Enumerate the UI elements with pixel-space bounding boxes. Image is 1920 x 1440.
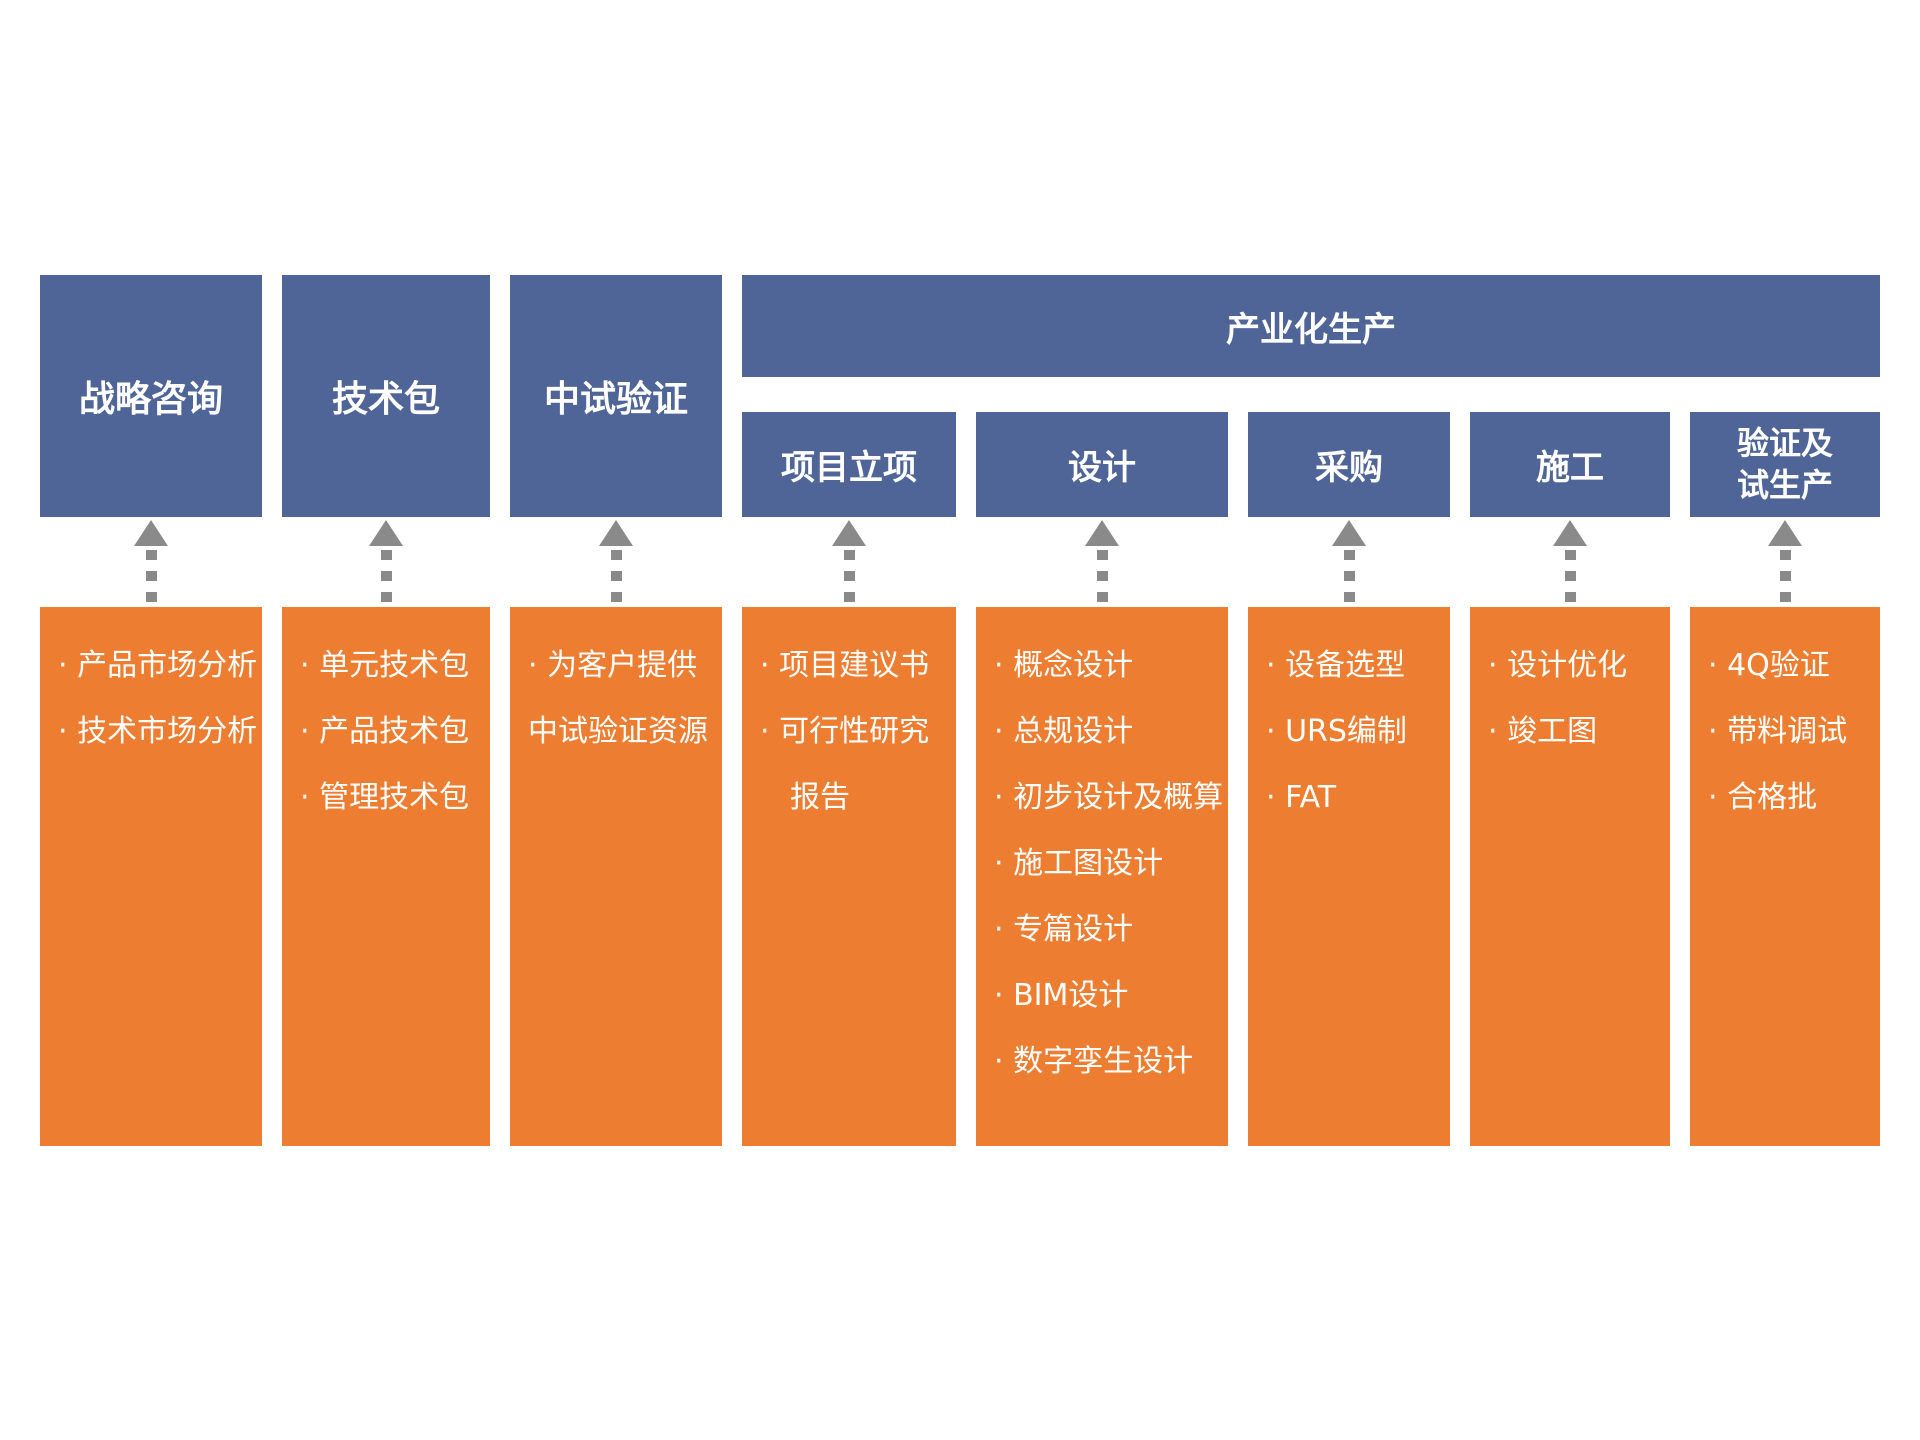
up-arrow-icon	[742, 517, 956, 607]
subheader-design: 设计	[976, 412, 1228, 517]
arrowhead-icon	[369, 520, 403, 546]
list-item: · 4Q验证	[1708, 648, 1830, 683]
arrowhead-icon	[832, 520, 866, 546]
subheader-procurement: 采购	[1248, 412, 1450, 517]
content-pilot-verification: · 为客户提供 中试验证资源	[510, 607, 722, 1146]
list-item: · 设计优化	[1488, 648, 1628, 683]
dotted-line	[1096, 550, 1108, 607]
list-item: · 为客户提供	[528, 648, 698, 683]
list-item: · 可行性研究	[760, 714, 930, 749]
list-item: · 产品市场分析	[58, 648, 258, 683]
list-item: · 概念设计	[994, 648, 1134, 683]
diagram-grid: 战略咨询 技术包 中试验证 产业化生产 项目立项 设计 采购 施工 验证及 试生…	[40, 275, 1880, 1146]
header-technology-package: 技术包	[282, 275, 490, 517]
content-procurement: · 设备选型 · URS编制 · FAT	[1248, 607, 1450, 1146]
up-arrow-icon	[1690, 517, 1880, 607]
dotted-line	[610, 550, 622, 607]
list-item: · 合格批	[1708, 780, 1818, 815]
list-item: 中试验证资源	[528, 714, 708, 749]
up-arrow-icon	[1470, 517, 1670, 607]
list-item: · 数字孪生设计	[994, 1044, 1194, 1079]
list-item: · URS编制	[1266, 714, 1407, 749]
dotted-line	[843, 550, 855, 607]
content-project-initiation: · 项目建议书 · 可行性研究 报告	[742, 607, 956, 1146]
content-strategy-consulting: · 产品市场分析 · 技术市场分析	[40, 607, 262, 1146]
list-item: · 总规设计	[994, 714, 1134, 749]
dotted-line	[380, 550, 392, 607]
list-item: · 项目建议书	[760, 648, 930, 683]
list-item: · BIM设计	[994, 978, 1129, 1013]
list-item: · 单元技术包	[300, 648, 470, 683]
content-design: · 概念设计 · 总规设计 · 初步设计及概算 · 施工图设计 · 专篇设计 ·…	[976, 607, 1228, 1146]
up-arrow-icon	[40, 517, 262, 607]
up-arrow-icon	[1248, 517, 1450, 607]
list-item: 报告	[790, 780, 850, 815]
subheader-project-initiation: 项目立项	[742, 412, 956, 517]
arrowhead-icon	[1768, 520, 1802, 546]
arrowhead-icon	[1553, 520, 1587, 546]
dotted-line	[145, 550, 157, 607]
arrowhead-icon	[599, 520, 633, 546]
up-arrow-icon	[510, 517, 722, 607]
arrowhead-icon	[134, 520, 168, 546]
list-item: · 施工图设计	[994, 846, 1164, 881]
list-item: · 技术市场分析	[58, 714, 258, 749]
header-pilot-verification: 中试验证	[510, 275, 722, 517]
list-item: · FAT	[1266, 780, 1337, 815]
list-item: · 竣工图	[1488, 714, 1598, 749]
dotted-line	[1564, 550, 1576, 607]
content-technology-package: · 单元技术包 · 产品技术包 · 管理技术包	[282, 607, 490, 1146]
arrowhead-icon	[1085, 520, 1119, 546]
dotted-line	[1343, 550, 1355, 607]
up-arrow-icon	[282, 517, 490, 607]
up-arrow-icon	[976, 517, 1228, 607]
list-item: · 设备选型	[1266, 648, 1406, 683]
banner-industrial-production: 产业化生产	[742, 275, 1880, 377]
header-strategy-consulting: 战略咨询	[40, 275, 262, 517]
list-item: · 管理技术包	[300, 780, 470, 815]
arrowhead-icon	[1332, 520, 1366, 546]
list-item: · 初步设计及概算	[994, 780, 1224, 815]
dotted-line	[1779, 550, 1791, 607]
list-item: · 专篇设计	[994, 912, 1134, 947]
subheader-validation-trial-production: 验证及 试生产	[1690, 412, 1880, 517]
content-construction: · 设计优化 · 竣工图	[1470, 607, 1670, 1146]
content-validation-trial-production: · 4Q验证 · 带料调试 · 合格批	[1690, 607, 1880, 1146]
subheader-construction: 施工	[1470, 412, 1670, 517]
list-item: · 带料调试	[1708, 714, 1848, 749]
list-item: · 产品技术包	[300, 714, 470, 749]
